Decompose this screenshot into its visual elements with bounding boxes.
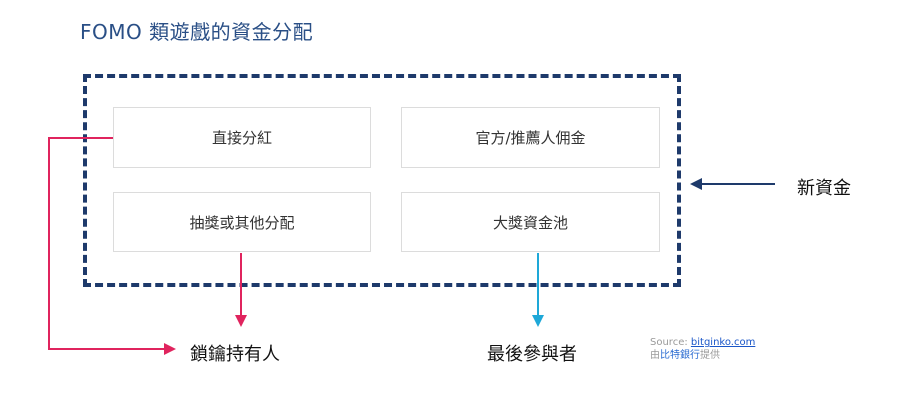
new-funds-arrow (690, 178, 775, 190)
source-brand: 比特銀行 (660, 350, 700, 361)
lottery-down-arrow (235, 253, 247, 327)
box-official-referral: 官方/推薦人佣金 (401, 107, 660, 168)
new-funds-container (83, 74, 681, 287)
source-line2-pre: 由 (650, 350, 660, 361)
source-prefix: Source: (650, 337, 691, 348)
label-key-holders: 鎖鑰持有人 (190, 344, 280, 365)
box-lottery: 抽獎或其他分配 (113, 192, 371, 252)
label-new-funds: 新資金 (797, 178, 851, 199)
box-dividend: 直接分紅 (113, 107, 371, 168)
label-last-player: 最後參與者 (487, 344, 577, 365)
holders-connector-arrow (48, 137, 176, 355)
diagram-title: FOMO 類遊戲的資金分配 (80, 20, 314, 44)
source-line2-post: 提供 (700, 350, 720, 361)
jackpot-down-arrow (532, 253, 544, 327)
box-jackpot: 大獎資金池 (401, 192, 660, 252)
source-note: Source: bitginko.com 由比特銀行提供 (650, 336, 755, 362)
source-link[interactable]: bitginko.com (690, 337, 756, 348)
